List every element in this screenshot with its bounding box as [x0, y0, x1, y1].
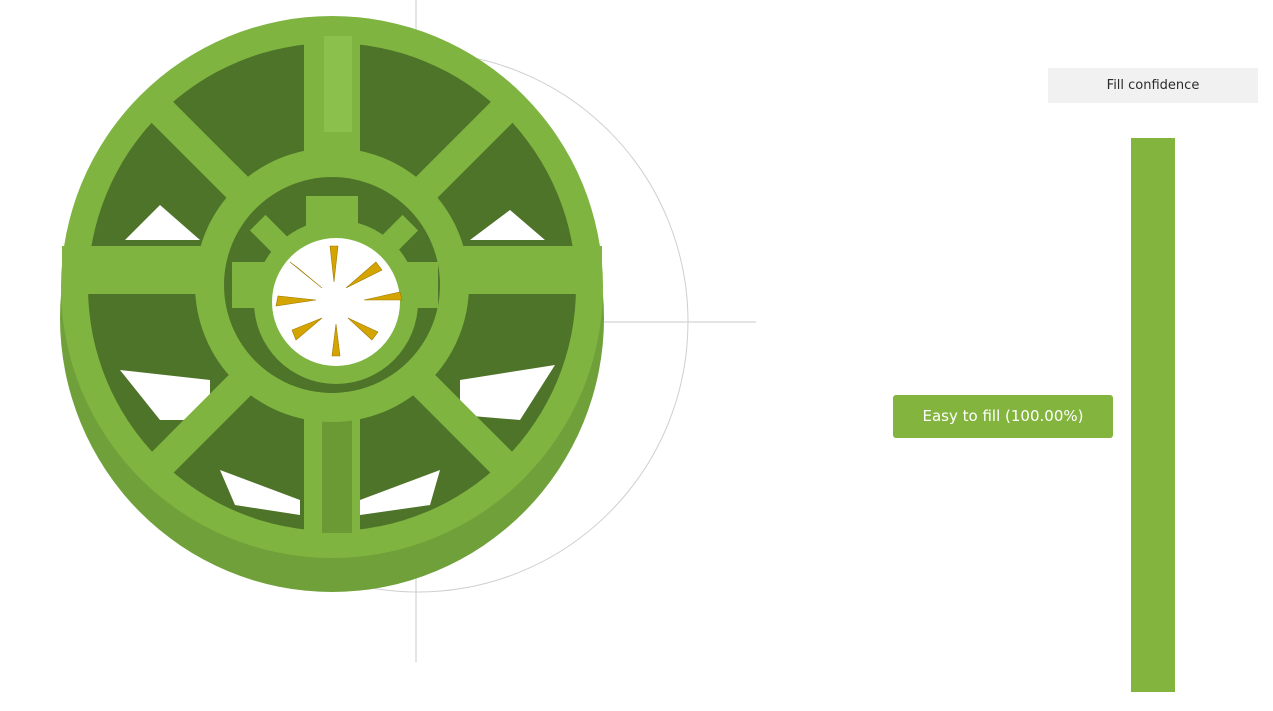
cone-icon[interactable] — [289, 261, 323, 289]
cone-icon[interactable] — [291, 317, 323, 341]
cone-icon[interactable] — [275, 295, 317, 307]
spoke-lower-left — [148, 363, 262, 477]
fill-confidence-title: Fill confidence — [1048, 68, 1258, 103]
gap-lower-left — [120, 370, 210, 420]
fill-confidence-label: Easy to fill (100.00%) — [893, 395, 1113, 438]
cone-icon[interactable] — [329, 245, 339, 283]
cone-icon[interactable] — [347, 317, 379, 341]
fill-confidence-bar — [1131, 138, 1175, 692]
injection-points[interactable] — [275, 245, 403, 357]
gap-lower-center — [220, 470, 300, 515]
spoke-upper-left — [148, 98, 262, 212]
spoke-top-groove — [324, 36, 352, 132]
spokes — [62, 30, 602, 540]
fill-confidence-level — [1131, 138, 1175, 692]
spoke-lower-right — [402, 363, 516, 477]
spoke-right — [452, 246, 602, 294]
gap-upper-left — [125, 205, 200, 240]
cone-icon[interactable] — [331, 323, 341, 357]
gap-right — [460, 365, 555, 420]
cone-icon[interactable] — [345, 261, 383, 289]
gap-upper-right — [470, 210, 545, 240]
spoke-upper-right — [402, 98, 516, 212]
cone-icon[interactable] — [363, 291, 403, 301]
spoke-left — [62, 246, 212, 294]
wheel-model[interactable] — [60, 16, 604, 592]
gap-lower-right — [360, 470, 440, 515]
